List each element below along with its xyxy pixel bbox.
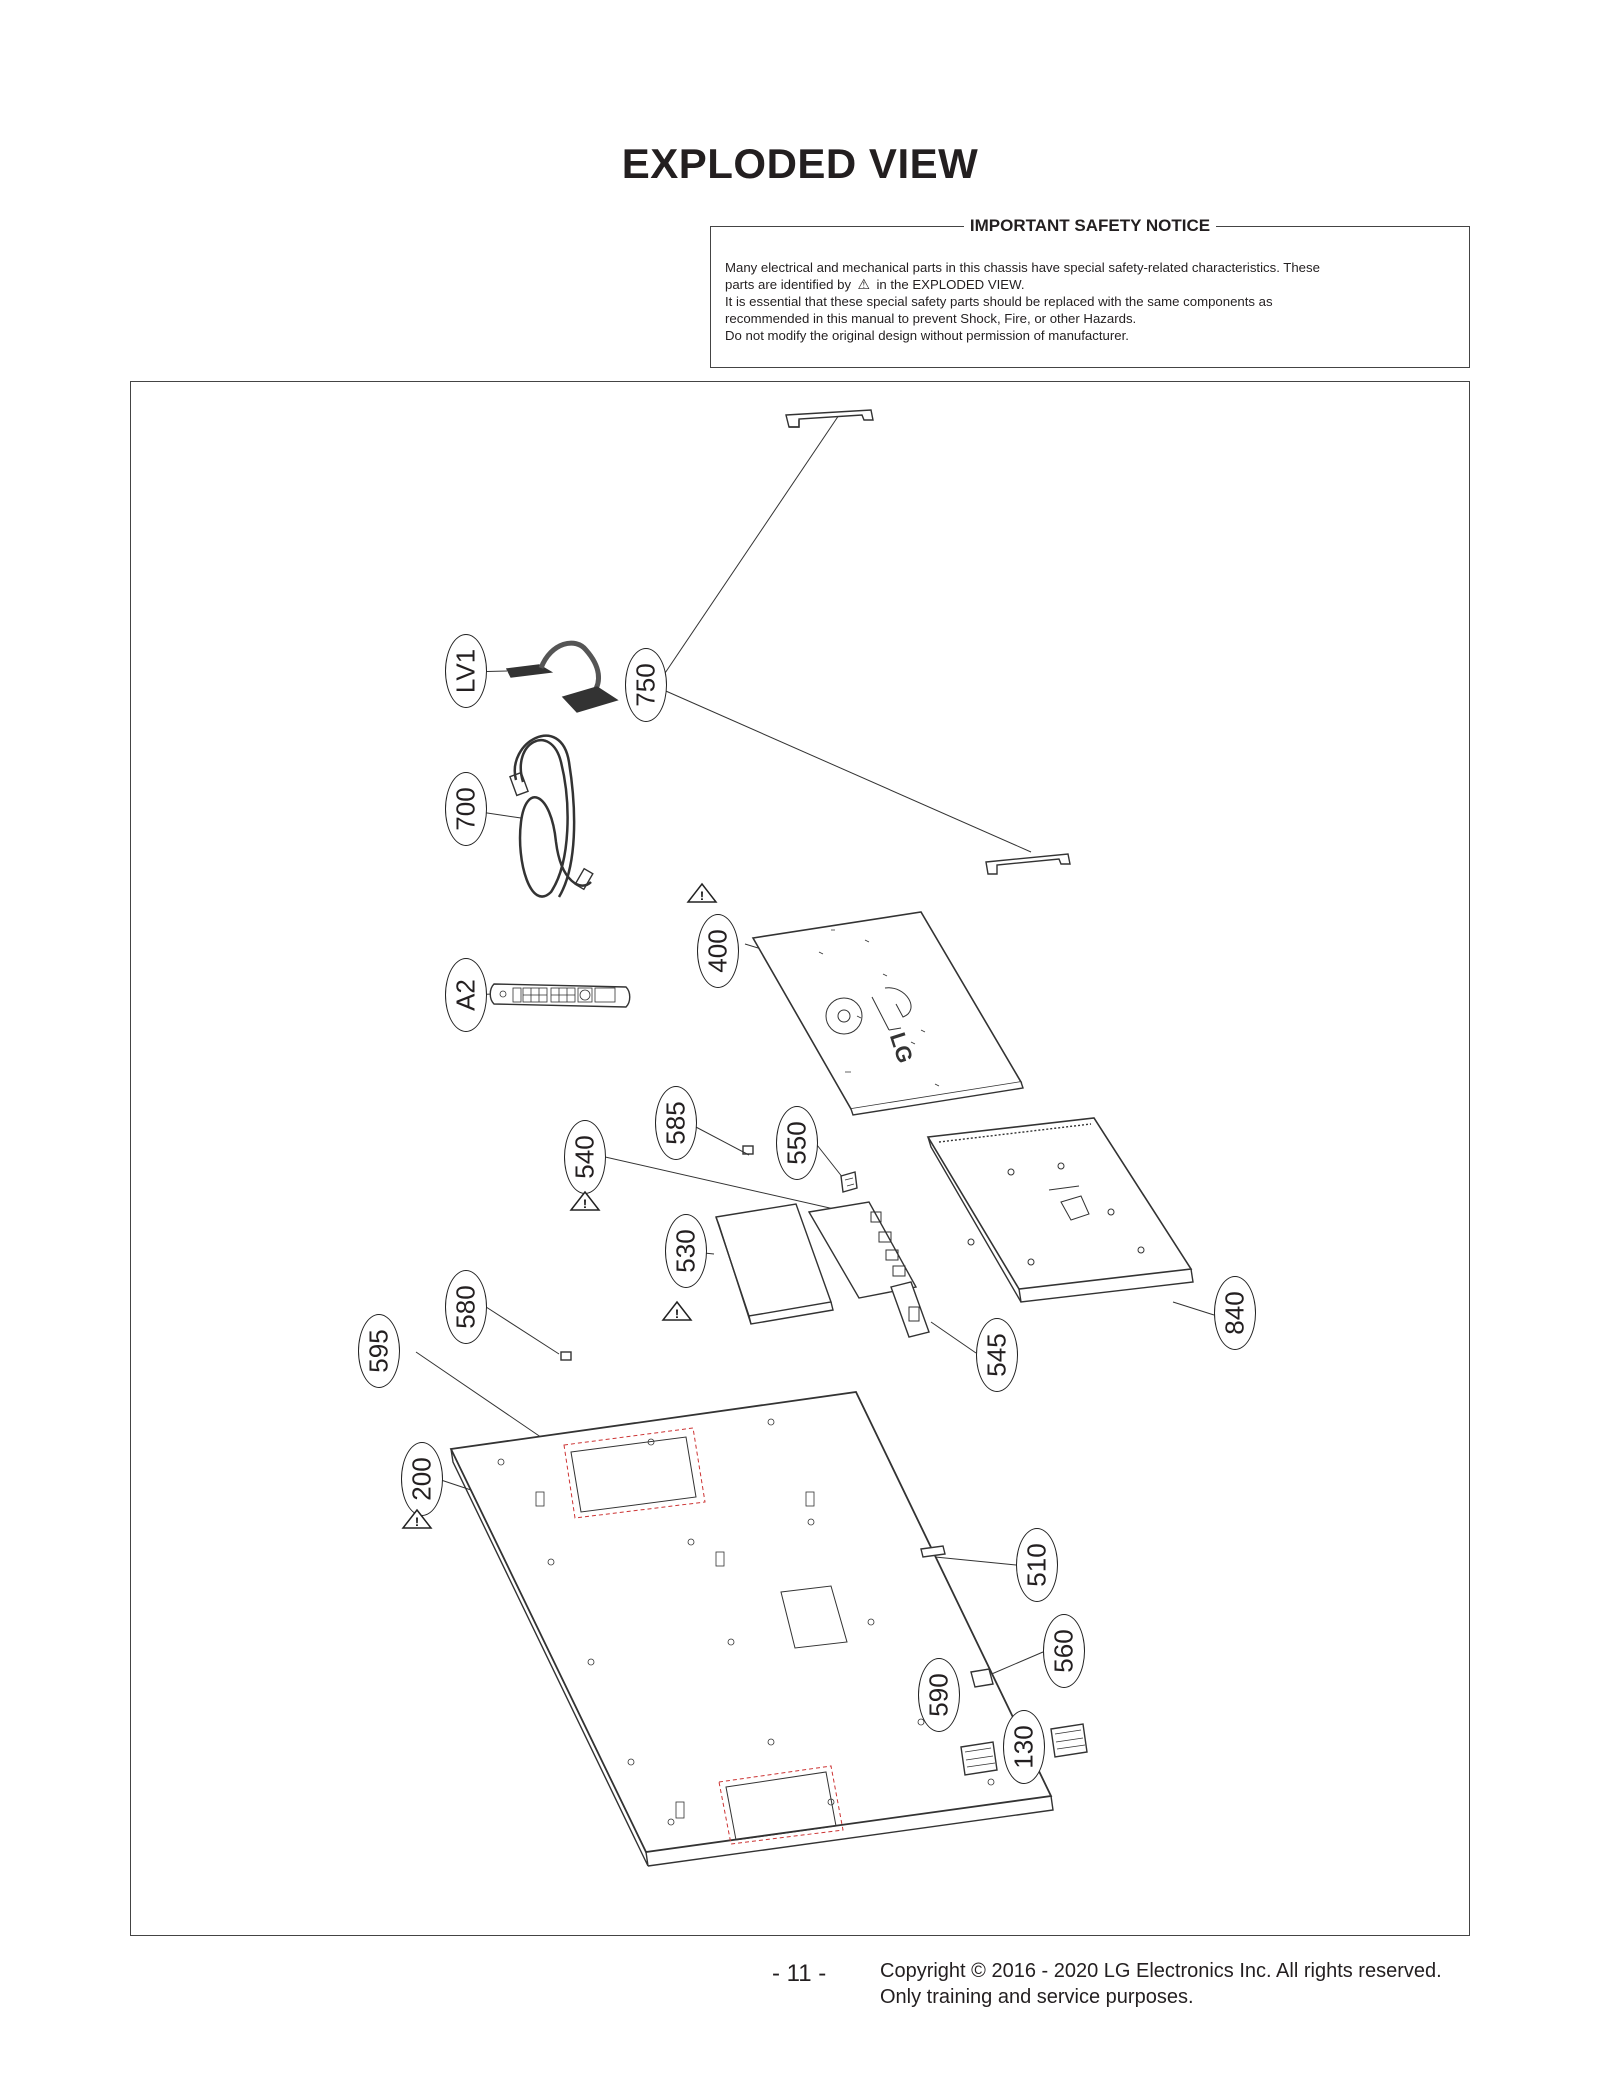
callout-560: 560: [1043, 1614, 1085, 1688]
exploded-view-drawing: LG: [415, 409, 1215, 1867]
main-board-drawing: [807, 1201, 918, 1299]
callout-590: 590: [918, 1658, 960, 1732]
notice-line-5: Do not modify the original design withou…: [725, 328, 1129, 343]
svg-text:!: !: [700, 889, 704, 903]
handle-right-drawing: [985, 853, 1071, 875]
callout-550: 550: [776, 1106, 818, 1180]
page-title: EXPLODED VIEW: [621, 140, 979, 187]
safety-notice-heading: IMPORTANT SAFETY NOTICE: [711, 216, 1469, 236]
callout-580: 580: [445, 1270, 487, 1344]
exploded-view-diagram: LG LV1 750 700 A2 400 585 550 540 530 84…: [130, 381, 1470, 1936]
callout-585: 585: [655, 1086, 697, 1160]
copyright-notice: Copyright © 2016 - 2020 LG Electronics I…: [880, 1958, 1442, 2010]
copyright-line-2: Only training and service purposes.: [880, 1986, 1194, 2008]
rear-cover-drawing: [751, 911, 1024, 1116]
speakers-drawing: [960, 1723, 1088, 1776]
callout-750: 750: [625, 648, 667, 722]
power-cord-drawing: [509, 734, 594, 898]
copyright-line-1: Copyright © 2016 - 2020 LG Electronics I…: [880, 1960, 1442, 1982]
callout-a2: A2: [445, 958, 487, 1032]
part-580-drawing: [560, 1351, 572, 1361]
callout-400: 400: [697, 914, 739, 988]
part-510-drawing: [920, 1545, 946, 1558]
part-560-drawing: [970, 1668, 994, 1688]
part-550-drawing: [840, 1171, 858, 1193]
notice-line-3: It is essential that these special safet…: [725, 294, 1273, 309]
safety-warning-icon: !: [569, 1190, 601, 1211]
safety-notice-body: Many electrical and mechanical parts in …: [725, 259, 1455, 344]
callout-530: 530: [665, 1214, 707, 1288]
callout-lv1: LV1: [445, 634, 487, 708]
callout-840: 840: [1214, 1276, 1256, 1350]
svg-text:!: !: [415, 1515, 419, 1529]
power-board-drawing: [715, 1203, 834, 1325]
callout-510: 510: [1016, 1528, 1058, 1602]
chassis-frame-drawing: [926, 1117, 1194, 1303]
safety-warning-icon: !: [686, 882, 718, 903]
part-585-drawing: [742, 1145, 754, 1155]
callout-595: 595: [358, 1314, 400, 1388]
notice-line-1: Many electrical and mechanical parts in …: [725, 260, 1320, 275]
notice-line-2: parts are identified by ⚠ in the EXPLODE…: [725, 276, 1025, 292]
safety-notice-box: IMPORTANT SAFETY NOTICE Many electrical …: [710, 216, 1470, 368]
remote-drawing: [489, 983, 631, 1008]
handle-top-drawing: [785, 409, 874, 428]
callout-700: 700: [445, 772, 487, 846]
display-panel-drawing: [449, 1391, 1054, 1867]
lv1-cable-drawing: [505, 640, 619, 713]
safety-warning-icon: !: [401, 1508, 433, 1529]
notice-line-4: recommended in this manual to prevent Sh…: [725, 311, 1137, 326]
callout-130: 130: [1003, 1710, 1045, 1784]
warning-triangle-icon: ⚠: [857, 276, 871, 292]
callout-540: 540: [564, 1120, 606, 1194]
callout-545: 545: [976, 1318, 1018, 1392]
safety-warning-icon: !: [661, 1300, 693, 1321]
callout-200: 200: [401, 1442, 443, 1516]
page-number: - 11 -: [772, 1960, 827, 1987]
part-545-drawing: [890, 1281, 930, 1338]
svg-text:!: !: [675, 1307, 679, 1321]
svg-text:!: !: [583, 1197, 587, 1211]
